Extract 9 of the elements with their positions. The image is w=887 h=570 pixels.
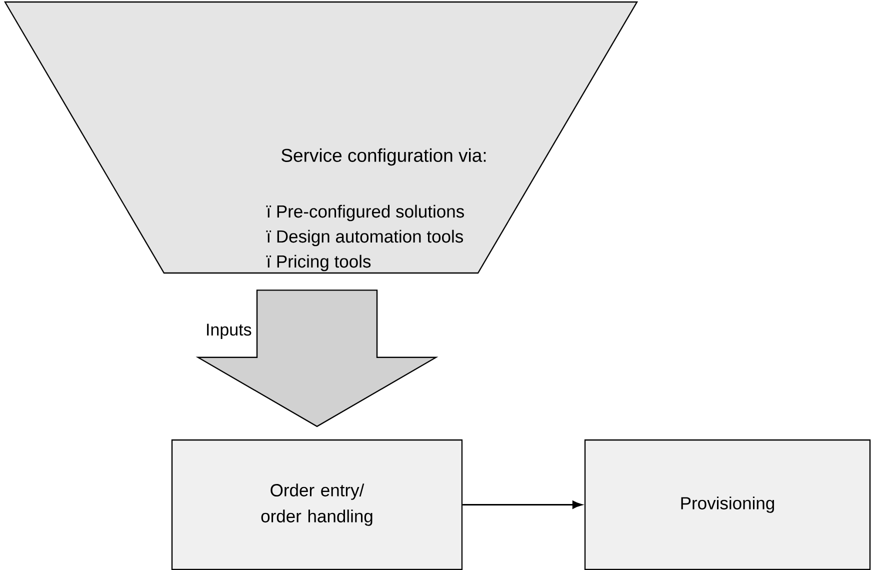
process-box: Order entry/ order handling [171, 439, 463, 570]
bullet-item: ï Design automation tools [266, 230, 463, 246]
bullet-item: ï Pre-configured solutions [266, 204, 464, 222]
bullet-item: ï Pricing tools [266, 254, 371, 272]
process-box: Provisioning [584, 439, 871, 570]
block-arrow [196, 290, 438, 428]
edge-label: Inputs [207, 324, 252, 339]
heading-text: Service configuration via: [282, 148, 486, 166]
arrow [462, 500, 582, 509]
